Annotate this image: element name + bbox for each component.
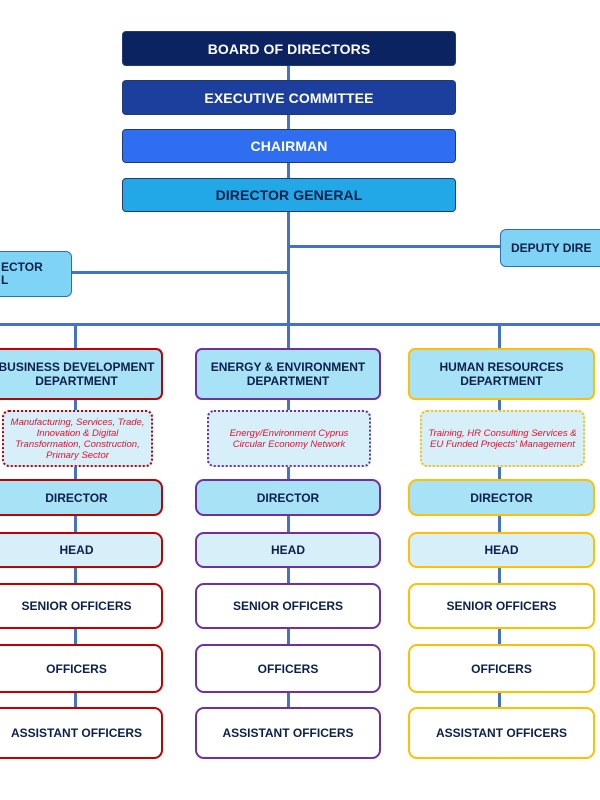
dept-business-development-director-box: DIRECTOR [0, 479, 163, 516]
dept-business-development-head-box: HEAD [0, 532, 163, 568]
dept-human-resources-officers-box: OFFICERS [408, 644, 595, 693]
connector-departments-horizontal [0, 323, 600, 326]
connector-right-branch [287, 245, 500, 248]
dept-business-development-description-box: Manufacturing, Services, Trade, Innovati… [2, 410, 153, 467]
dept-business-development-senior-officers-box: SENIOR OFFICERS [0, 583, 163, 629]
dept-human-resources-director-box: DIRECTOR [408, 479, 595, 516]
board-of-directors-label: BOARD OF DIRECTORS [207, 40, 371, 57]
dept-business-development-senior-officers-label: SENIOR OFFICERS [21, 599, 132, 613]
dept-energy-environment-box: ENERGY & ENVIRONMENT DEPARTMENT [195, 348, 381, 400]
dept-energy-environment-director-label: DIRECTOR [256, 490, 320, 505]
dept-energy-environment-director-box: DIRECTOR [195, 479, 381, 516]
deputy-director-box: DEPUTY DIRE [500, 229, 600, 267]
dept-human-resources-description: Training, HR Consulting Services & EU Fu… [428, 427, 577, 450]
director-general-box: DIRECTOR GENERAL [122, 178, 456, 212]
executive-committee-label: EXECUTIVE COMMITTEE [204, 89, 374, 106]
dept-business-development-box: BUSINESS DEVELOPMENT DEPARTMENT [0, 348, 163, 400]
dept-business-development-assistant-officers-label: ASSISTANT OFFICERS [10, 726, 143, 740]
dept-human-resources-senior-officers-label: SENIOR OFFICERS [446, 599, 557, 613]
dept-energy-environment-assistant-officers-label: ASSISTANT OFFICERS [222, 726, 354, 740]
dept-human-resources-senior-officers-box: SENIOR OFFICERS [408, 583, 595, 629]
dept-business-development-head-label: HEAD [59, 543, 94, 557]
dept-business-development-officers-box: OFFICERS [0, 644, 163, 693]
dept-human-resources-box: HUMAN RESOURCES DEPARTMENT [408, 348, 595, 400]
dept-energy-environment-senior-officers-label: SENIOR OFFICERS [232, 599, 343, 613]
dept-business-development-description: Manufacturing, Services, Trade, Innovati… [10, 416, 145, 461]
dept-energy-environment-head-label: HEAD [270, 543, 305, 557]
connector-dept3-drop [498, 323, 501, 348]
director-general-label: DIRECTOR GENERAL [215, 187, 363, 203]
connector-dept1-drop [74, 323, 77, 348]
dept-human-resources-label: HUMAN RESOURCES DEPARTMENT [439, 360, 564, 388]
dept-energy-environment-officers-box: OFFICERS [195, 644, 381, 693]
left-director-label-line2: L [1, 273, 9, 287]
deputy-director-label: DEPUTY DIRE [511, 240, 592, 255]
dept-human-resources-assistant-officers-label: ASSISTANT OFFICERS [435, 726, 568, 740]
chairman-box: CHAIRMAN [122, 129, 456, 163]
dept-human-resources-description-box: Training, HR Consulting Services & EU Fu… [420, 410, 585, 467]
dept-energy-environment-label: ENERGY & ENVIRONMENT DEPARTMENT [210, 360, 366, 388]
dept-human-resources-director-label: DIRECTOR [470, 490, 533, 505]
left-director-label-line1: ECTOR [1, 260, 43, 274]
dept-energy-environment-description: Energy/Environment Cyprus Circular Econo… [229, 427, 349, 450]
dept-business-development-director-label: DIRECTOR [45, 490, 108, 505]
dept-energy-environment-senior-officers-box: SENIOR OFFICERS [195, 583, 381, 629]
connector-dept2-drop [287, 323, 290, 348]
chairman-label: CHAIRMAN [250, 138, 328, 154]
connector-left-branch [0, 271, 290, 274]
dept-human-resources-officers-label: OFFICERS [471, 661, 532, 676]
dept-energy-environment-head-box: HEAD [195, 532, 381, 568]
dept-business-development-label: BUSINESS DEVELOPMENT DEPARTMENT [0, 360, 155, 388]
dept-business-development-assistant-officers-box: ASSISTANT OFFICERS [0, 707, 163, 759]
dept-business-development-officers-label: OFFICERS [46, 661, 107, 676]
executive-committee-box: EXECUTIVE COMMITTEE [122, 80, 456, 115]
dept-human-resources-head-box: HEAD [408, 532, 595, 568]
dept-human-resources-head-label: HEAD [484, 543, 519, 557]
dept-energy-environment-officers-label: OFFICERS [257, 661, 319, 676]
dept-energy-environment-assistant-officers-box: ASSISTANT OFFICERS [195, 707, 381, 759]
dept-human-resources-assistant-officers-box: ASSISTANT OFFICERS [408, 707, 595, 759]
left-director-box: ECTOR L [0, 251, 72, 297]
board-of-directors-box: BOARD OF DIRECTORS [122, 31, 456, 66]
dept-energy-environment-description-box: Energy/Environment Cyprus Circular Econo… [207, 410, 371, 467]
